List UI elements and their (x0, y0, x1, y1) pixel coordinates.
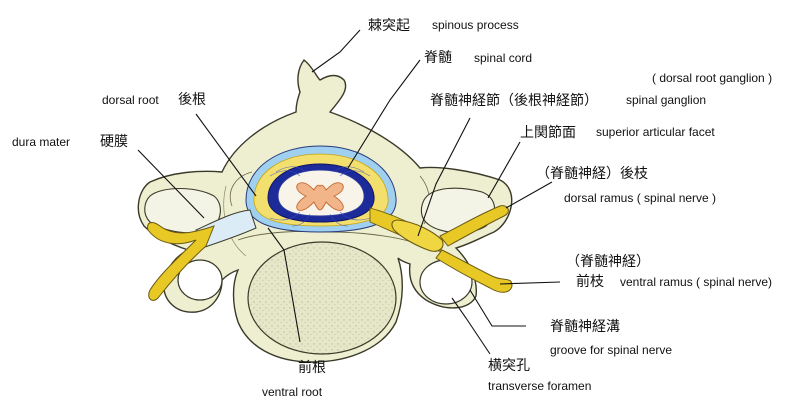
superior-articular-facet-label-en: superior articular facet (596, 125, 715, 139)
leader-lines (137, 29, 561, 355)
transverse-foramen-label-jp: 横突孔 (488, 357, 530, 373)
dura-mater-label-en: dura mater (12, 135, 70, 149)
dorsal-ramus-nerve (439, 205, 509, 247)
ventral-ramus-nerve (435, 249, 513, 293)
ventral-ramus-label-jp2: 前枝 (576, 273, 604, 289)
dorsal-root-label-jp: 後根 (178, 91, 206, 107)
ventral-root-label-en: ventral root (262, 385, 323, 399)
groove-label-en: groove for spinal nerve (550, 343, 672, 357)
spinal-cord-label-jp: 脊髄 (424, 49, 452, 65)
spinal-ganglion-label-jp: 脊髄神経節（後根神経節） (430, 92, 598, 108)
spinal-ganglion-label-en: spinal ganglion (626, 93, 706, 107)
transverse-foramen-left (177, 259, 223, 301)
superior-articular-facet-label-jp: 上関節面 (520, 124, 576, 140)
spinous-process-label-jp: 棘突起 (368, 17, 410, 33)
groove-label-jp: 脊髄神経溝 (550, 318, 620, 334)
ventral-root-label-jp: 前根 (298, 359, 326, 375)
spinal-cord-label-en: spinal cord (474, 51, 532, 65)
dorsal-root-ganglion-label: ( dorsal root ganglion ) (652, 71, 772, 85)
spinous-process-label-en: spinous process (432, 18, 519, 32)
dorsal-ramus-label-jp: （脊髄神経）後枝 (536, 165, 648, 181)
transverse-foramen-label-en: transverse foramen (488, 379, 591, 393)
gray-matter (296, 182, 344, 211)
vertebral-body (247, 241, 397, 355)
dorsal-root-label-en: dorsal root (102, 93, 159, 107)
ventral-ramus-label-en: ventral ramus ( spinal nerve) (620, 275, 772, 289)
dorsal-ramus-label-en: dorsal ramus ( spinal nerve ) (564, 191, 716, 205)
nerve-left (147, 222, 215, 301)
spinal-ganglion (391, 219, 444, 252)
ventral-ramus-label-jp1: （脊髄神経） (566, 253, 650, 269)
dura-mater-label-jp: 硬膜 (100, 133, 128, 149)
